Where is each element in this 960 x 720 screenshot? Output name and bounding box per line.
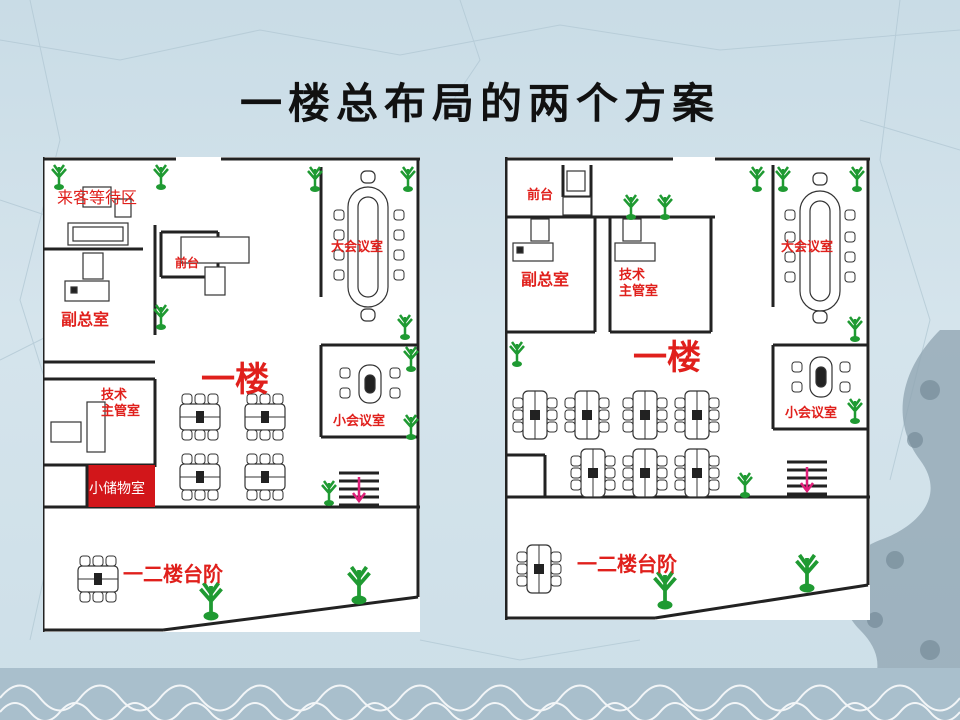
floor-plan-b: 前台 大会议室 副总室 技术 主管室 一楼 小会议室 一二楼台阶 xyxy=(505,157,870,620)
floor-plan-a: 来客等待区 前台 大会议室 副总室 一楼 技术 主管室 小会议室 小储物室 一二… xyxy=(43,157,420,632)
wave-border xyxy=(0,668,960,720)
deputy-office-label-b: 副总室 xyxy=(521,270,569,289)
small-meeting-label: 小会议室 xyxy=(333,413,385,429)
floor-label-b: 一楼 xyxy=(633,338,701,378)
deputy-office-label: 副总室 xyxy=(61,310,109,329)
small-meeting-label-b: 小会议室 xyxy=(785,405,837,421)
front-desk-label: 前台 xyxy=(175,255,199,270)
large-meeting-label-b: 大会议室 xyxy=(781,239,833,255)
stairs-label: 一二楼台阶 xyxy=(123,562,224,586)
stairs-label-b: 一二楼台阶 xyxy=(577,552,678,576)
storage-label: 小储物室 xyxy=(89,480,145,497)
tech-lead-label-b-line1: 技术 xyxy=(619,267,645,283)
large-meeting-label: 大会议室 xyxy=(331,239,383,255)
floor-label: 一楼 xyxy=(201,360,269,400)
tech-lead-label-line2: 主管室 xyxy=(101,403,140,419)
slide-title: 一楼总布局的两个方案 xyxy=(239,79,720,128)
front-desk-label-b: 前台 xyxy=(527,187,553,203)
dragon-decoration xyxy=(840,330,960,720)
waiting-area-label: 来客等待区 xyxy=(57,188,137,207)
tech-lead-label-b-line2: 主管室 xyxy=(619,283,658,299)
tech-lead-label-line1: 技术 xyxy=(101,387,127,403)
